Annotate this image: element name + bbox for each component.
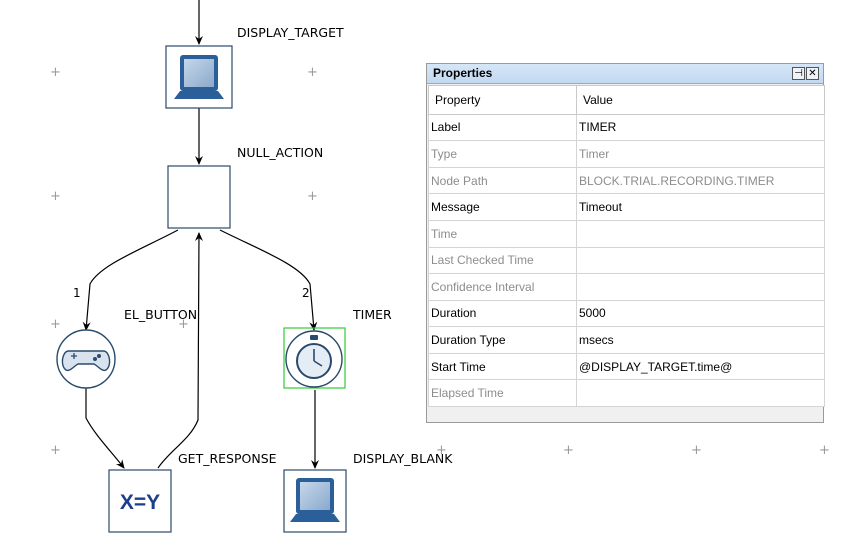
- property-value: Timer: [576, 140, 825, 168]
- property-name: Last Checked Time: [428, 246, 577, 275]
- property-name: Label: [428, 113, 577, 142]
- property-value: [576, 246, 825, 275]
- property-value: BLOCK.TRIAL.RECORDING.TIMER: [576, 166, 825, 195]
- property-name: Duration: [428, 299, 577, 328]
- grid-marker: +: [50, 65, 61, 80]
- property-value: [576, 379, 825, 407]
- edge-null-action-to-el-button[interactable]: [82, 229, 179, 331]
- edge-null-action-to-timer[interactable]: [219, 229, 318, 331]
- property-value[interactable]: @DISPLAY_TARGET.time@: [576, 352, 825, 381]
- property-row[interactable]: Start Time@DISPLAY_TARGET.time@: [428, 352, 825, 381]
- property-row[interactable]: Time: [428, 219, 825, 248]
- null-action-label: NULL_ACTION: [237, 145, 324, 160]
- get-response-icon-text: X=Y: [120, 491, 160, 514]
- grid-marker: +: [178, 317, 189, 332]
- el-button-label: EL_BUTTON: [124, 307, 198, 322]
- pin-icon[interactable]: ⊣: [792, 67, 805, 80]
- property-value[interactable]: Timeout: [576, 193, 825, 221]
- property-value[interactable]: msecs: [576, 326, 825, 354]
- monitor-icon: [290, 478, 340, 522]
- grid-marker: +: [307, 65, 318, 80]
- column-header-property[interactable]: Property: [428, 85, 577, 115]
- property-value[interactable]: TIMER: [576, 113, 825, 142]
- grid-marker: +: [50, 189, 61, 204]
- grid-marker: +: [691, 443, 702, 458]
- el-button-node[interactable]: [56, 329, 116, 389]
- close-icon[interactable]: ✕: [806, 67, 819, 80]
- stopwatch-icon: [296, 335, 332, 379]
- display-blank-label: DISPLAY_BLANK: [353, 451, 453, 466]
- properties-titlebar[interactable]: Properties ⊣ ✕: [427, 64, 823, 84]
- grid-marker: +: [819, 443, 830, 458]
- property-name: Elapsed Time: [428, 379, 577, 407]
- display-target-label: DISPLAY_TARGET: [237, 25, 344, 40]
- null-action-node[interactable]: [167, 165, 231, 229]
- grid-marker: +: [563, 443, 574, 458]
- connections: [82, 0, 319, 469]
- grid-marker: +: [50, 317, 61, 332]
- property-row[interactable]: Last Checked Time: [428, 246, 825, 275]
- grid-marker: +: [50, 443, 61, 458]
- display-blank-node[interactable]: [283, 469, 347, 533]
- get-response-label: GET_RESPONSE: [178, 451, 277, 466]
- timer-node[interactable]: [283, 327, 346, 389]
- property-value: [576, 219, 825, 248]
- property-name: Node Path: [428, 166, 577, 195]
- column-header-value[interactable]: Value: [576, 85, 825, 115]
- property-row[interactable]: Confidence Interval: [428, 273, 825, 301]
- gamepad-icon: [61, 350, 111, 372]
- property-name: Time: [428, 219, 577, 248]
- timer-label: TIMER: [353, 307, 392, 322]
- edge-el-button-to-get-response[interactable]: [85, 386, 125, 469]
- display-target-node[interactable]: [165, 45, 233, 109]
- edge-get-response-to-null-action[interactable]: [157, 232, 203, 469]
- property-name: Start Time: [428, 352, 577, 381]
- get-response-node[interactable]: X=Y: [108, 469, 172, 533]
- property-name: Duration Type: [428, 326, 577, 354]
- edge-label-1: 1: [73, 286, 81, 300]
- property-name: Type: [428, 140, 577, 168]
- properties-header-row: Property Value: [428, 85, 825, 115]
- properties-title: Properties: [433, 66, 493, 80]
- monitor-icon: [174, 55, 224, 99]
- edge-label-2: 2: [302, 286, 310, 300]
- selection-box: [283, 327, 346, 389]
- grid-marker: +: [436, 443, 447, 458]
- property-row[interactable]: Elapsed Time: [428, 379, 825, 407]
- property-name: Confidence Interval: [428, 273, 577, 301]
- property-name: Message: [428, 193, 577, 221]
- grid-marker: +: [307, 189, 318, 204]
- property-value[interactable]: 5000: [576, 299, 825, 328]
- property-value: [576, 273, 825, 301]
